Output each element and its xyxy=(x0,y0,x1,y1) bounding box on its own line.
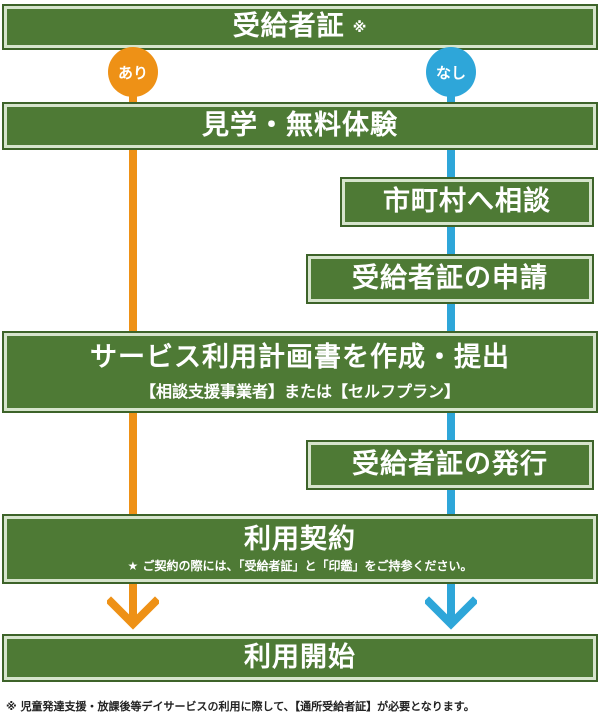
orange-flow-line xyxy=(129,40,137,620)
contract-step-note: ★ ご契約の際には、「受給者証」と「印鑑」をご持参ください。 xyxy=(127,559,473,574)
blue-arrowhead-icon xyxy=(425,596,477,630)
start-step-box: 利用開始 xyxy=(2,634,598,682)
apply-step-box: 受給者証の申請 xyxy=(306,254,594,304)
visit-step-label: 見学・無料体験 xyxy=(202,110,398,142)
plan-step-subtitle: 【相談支援事業者】または【セルフプラン】 xyxy=(139,381,460,401)
orange-arrowhead-icon xyxy=(107,596,159,630)
blue-flow-line xyxy=(447,40,455,620)
yes-branch-badge: あり xyxy=(108,47,158,97)
contract-step-box: 利用契約 ★ ご契約の際には、「受給者証」と「印鑑」をご持参ください。 xyxy=(2,514,598,584)
issue-step-label: 受給者証の発行 xyxy=(352,449,548,481)
header-title-mark: ※ xyxy=(352,19,368,36)
issue-step-box: 受給者証の発行 xyxy=(306,440,594,490)
consult-city-step-label: 市町村へ相談 xyxy=(383,186,551,218)
start-step-label: 利用開始 xyxy=(244,642,356,674)
header-box: 受給者証 ※ xyxy=(2,4,598,50)
contract-step-title: 利用契約 xyxy=(244,523,356,555)
header-title: 受給者証 xyxy=(232,11,345,43)
consult-city-step-box: 市町村へ相談 xyxy=(340,177,594,227)
plan-step-title: サービス利用計画書を作成・提出 xyxy=(90,342,510,374)
visit-step-box: 見学・無料体験 xyxy=(2,102,598,150)
apply-step-label: 受給者証の申請 xyxy=(352,263,548,295)
plan-step-box: サービス利用計画書を作成・提出 【相談支援事業者】または【セルフプラン】 xyxy=(2,331,598,413)
no-branch-badge: なし xyxy=(426,47,476,97)
footnote-text: ※ 児童発達支援・放課後等デイサービスの利用に際して、【通所受給者証】が必要とな… xyxy=(6,700,475,713)
